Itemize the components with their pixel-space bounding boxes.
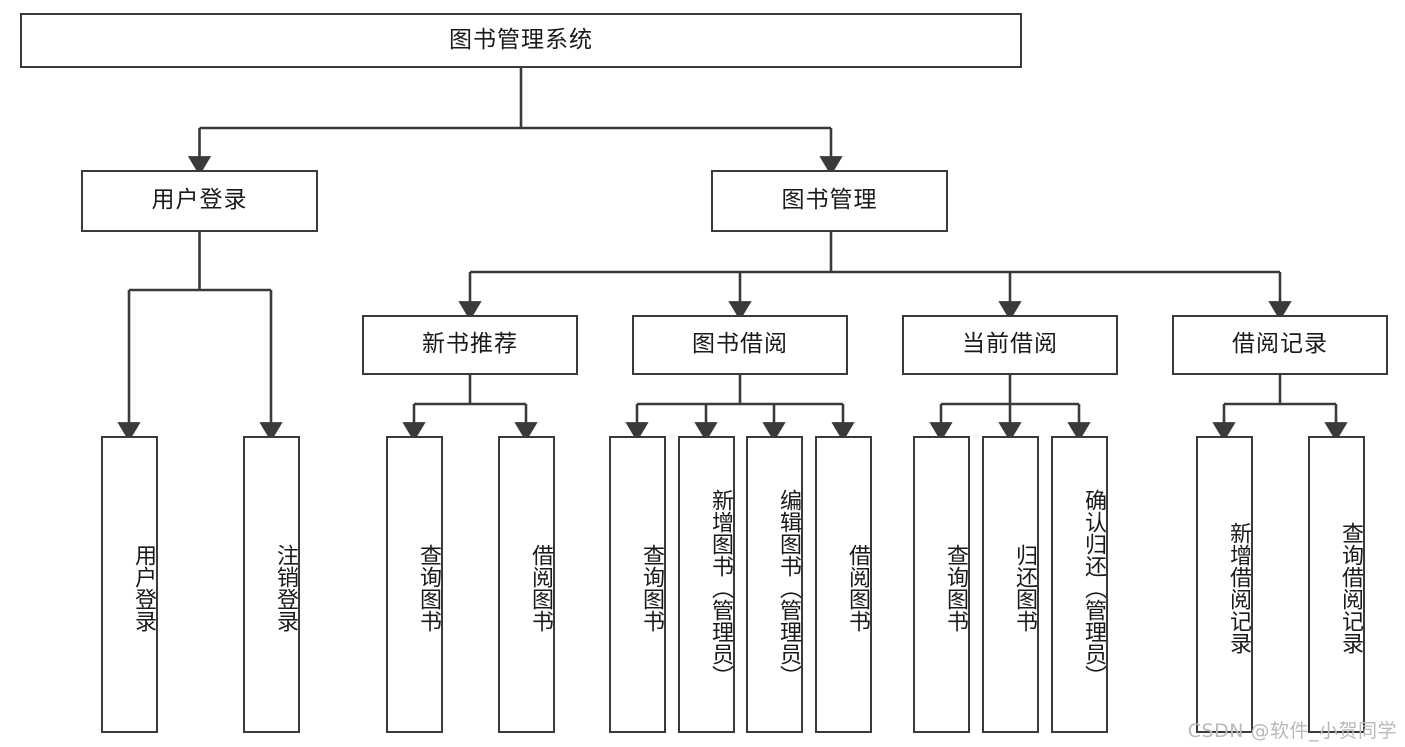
node-label: 归还图书 (1012, 543, 1037, 632)
node-label: 新书推荐 (422, 331, 518, 358)
node-label: 确认归还（管理员） (1081, 488, 1106, 687)
node-current-borrow[interactable]: 当前借阅 (902, 315, 1118, 375)
node-label: 借阅图书 (845, 543, 870, 632)
node-leaf-borrow-book-recommend[interactable]: 借阅图书 (498, 436, 555, 733)
node-root-book-management-system[interactable]: 图书管理系统 (20, 13, 1022, 68)
node-label: 查询图书 (943, 543, 968, 632)
node-label: 借阅图书 (528, 543, 553, 632)
node-leaf-query-book-borrow[interactable]: 查询图书 (609, 436, 666, 733)
node-label: 借阅记录 (1232, 331, 1328, 358)
node-leaf-confirm-return-admin[interactable]: 确认归还（管理员） (1051, 436, 1108, 733)
node-leaf-user-login[interactable]: 用户登录 (101, 436, 158, 733)
node-label: 查询图书 (416, 543, 441, 632)
node-leaf-query-book-recommend[interactable]: 查询图书 (386, 436, 443, 733)
node-label: 当前借阅 (962, 331, 1058, 358)
node-label: 注销登录 (273, 543, 298, 632)
node-label: 新增借阅记录 (1226, 521, 1251, 654)
node-borrow-record[interactable]: 借阅记录 (1172, 315, 1388, 375)
node-label: 查询借阅记录 (1338, 521, 1363, 654)
node-leaf-add-book-admin[interactable]: 新增图书（管理员） (678, 436, 735, 733)
node-label: 用户登录 (151, 187, 248, 214)
node-label: 编辑图书（管理员） (776, 488, 801, 687)
node-label: 用户登录 (131, 543, 156, 632)
node-leaf-query-book-current[interactable]: 查询图书 (913, 436, 970, 733)
node-label: 新增图书（管理员） (708, 488, 733, 687)
node-user-login[interactable]: 用户登录 (81, 170, 318, 232)
node-leaf-add-borrow-record[interactable]: 新增借阅记录 (1196, 436, 1253, 733)
node-label: 图书管理系统 (449, 26, 593, 53)
node-book-management[interactable]: 图书管理 (711, 170, 948, 232)
node-label: 查询图书 (639, 543, 664, 632)
node-label: 图书借阅 (692, 331, 788, 358)
node-leaf-query-borrow-record[interactable]: 查询借阅记录 (1308, 436, 1365, 733)
node-leaf-borrow-book[interactable]: 借阅图书 (815, 436, 872, 733)
node-new-book-recommend[interactable]: 新书推荐 (362, 315, 578, 375)
node-leaf-logout[interactable]: 注销登录 (243, 436, 300, 733)
csdn-watermark: CSDN @软件_小贺同学 (1187, 720, 1397, 742)
node-leaf-edit-book-admin[interactable]: 编辑图书（管理员） (746, 436, 803, 733)
node-label: 图书管理 (781, 187, 878, 214)
node-book-borrow[interactable]: 图书借阅 (632, 315, 848, 375)
node-leaf-return-book[interactable]: 归还图书 (982, 436, 1039, 733)
